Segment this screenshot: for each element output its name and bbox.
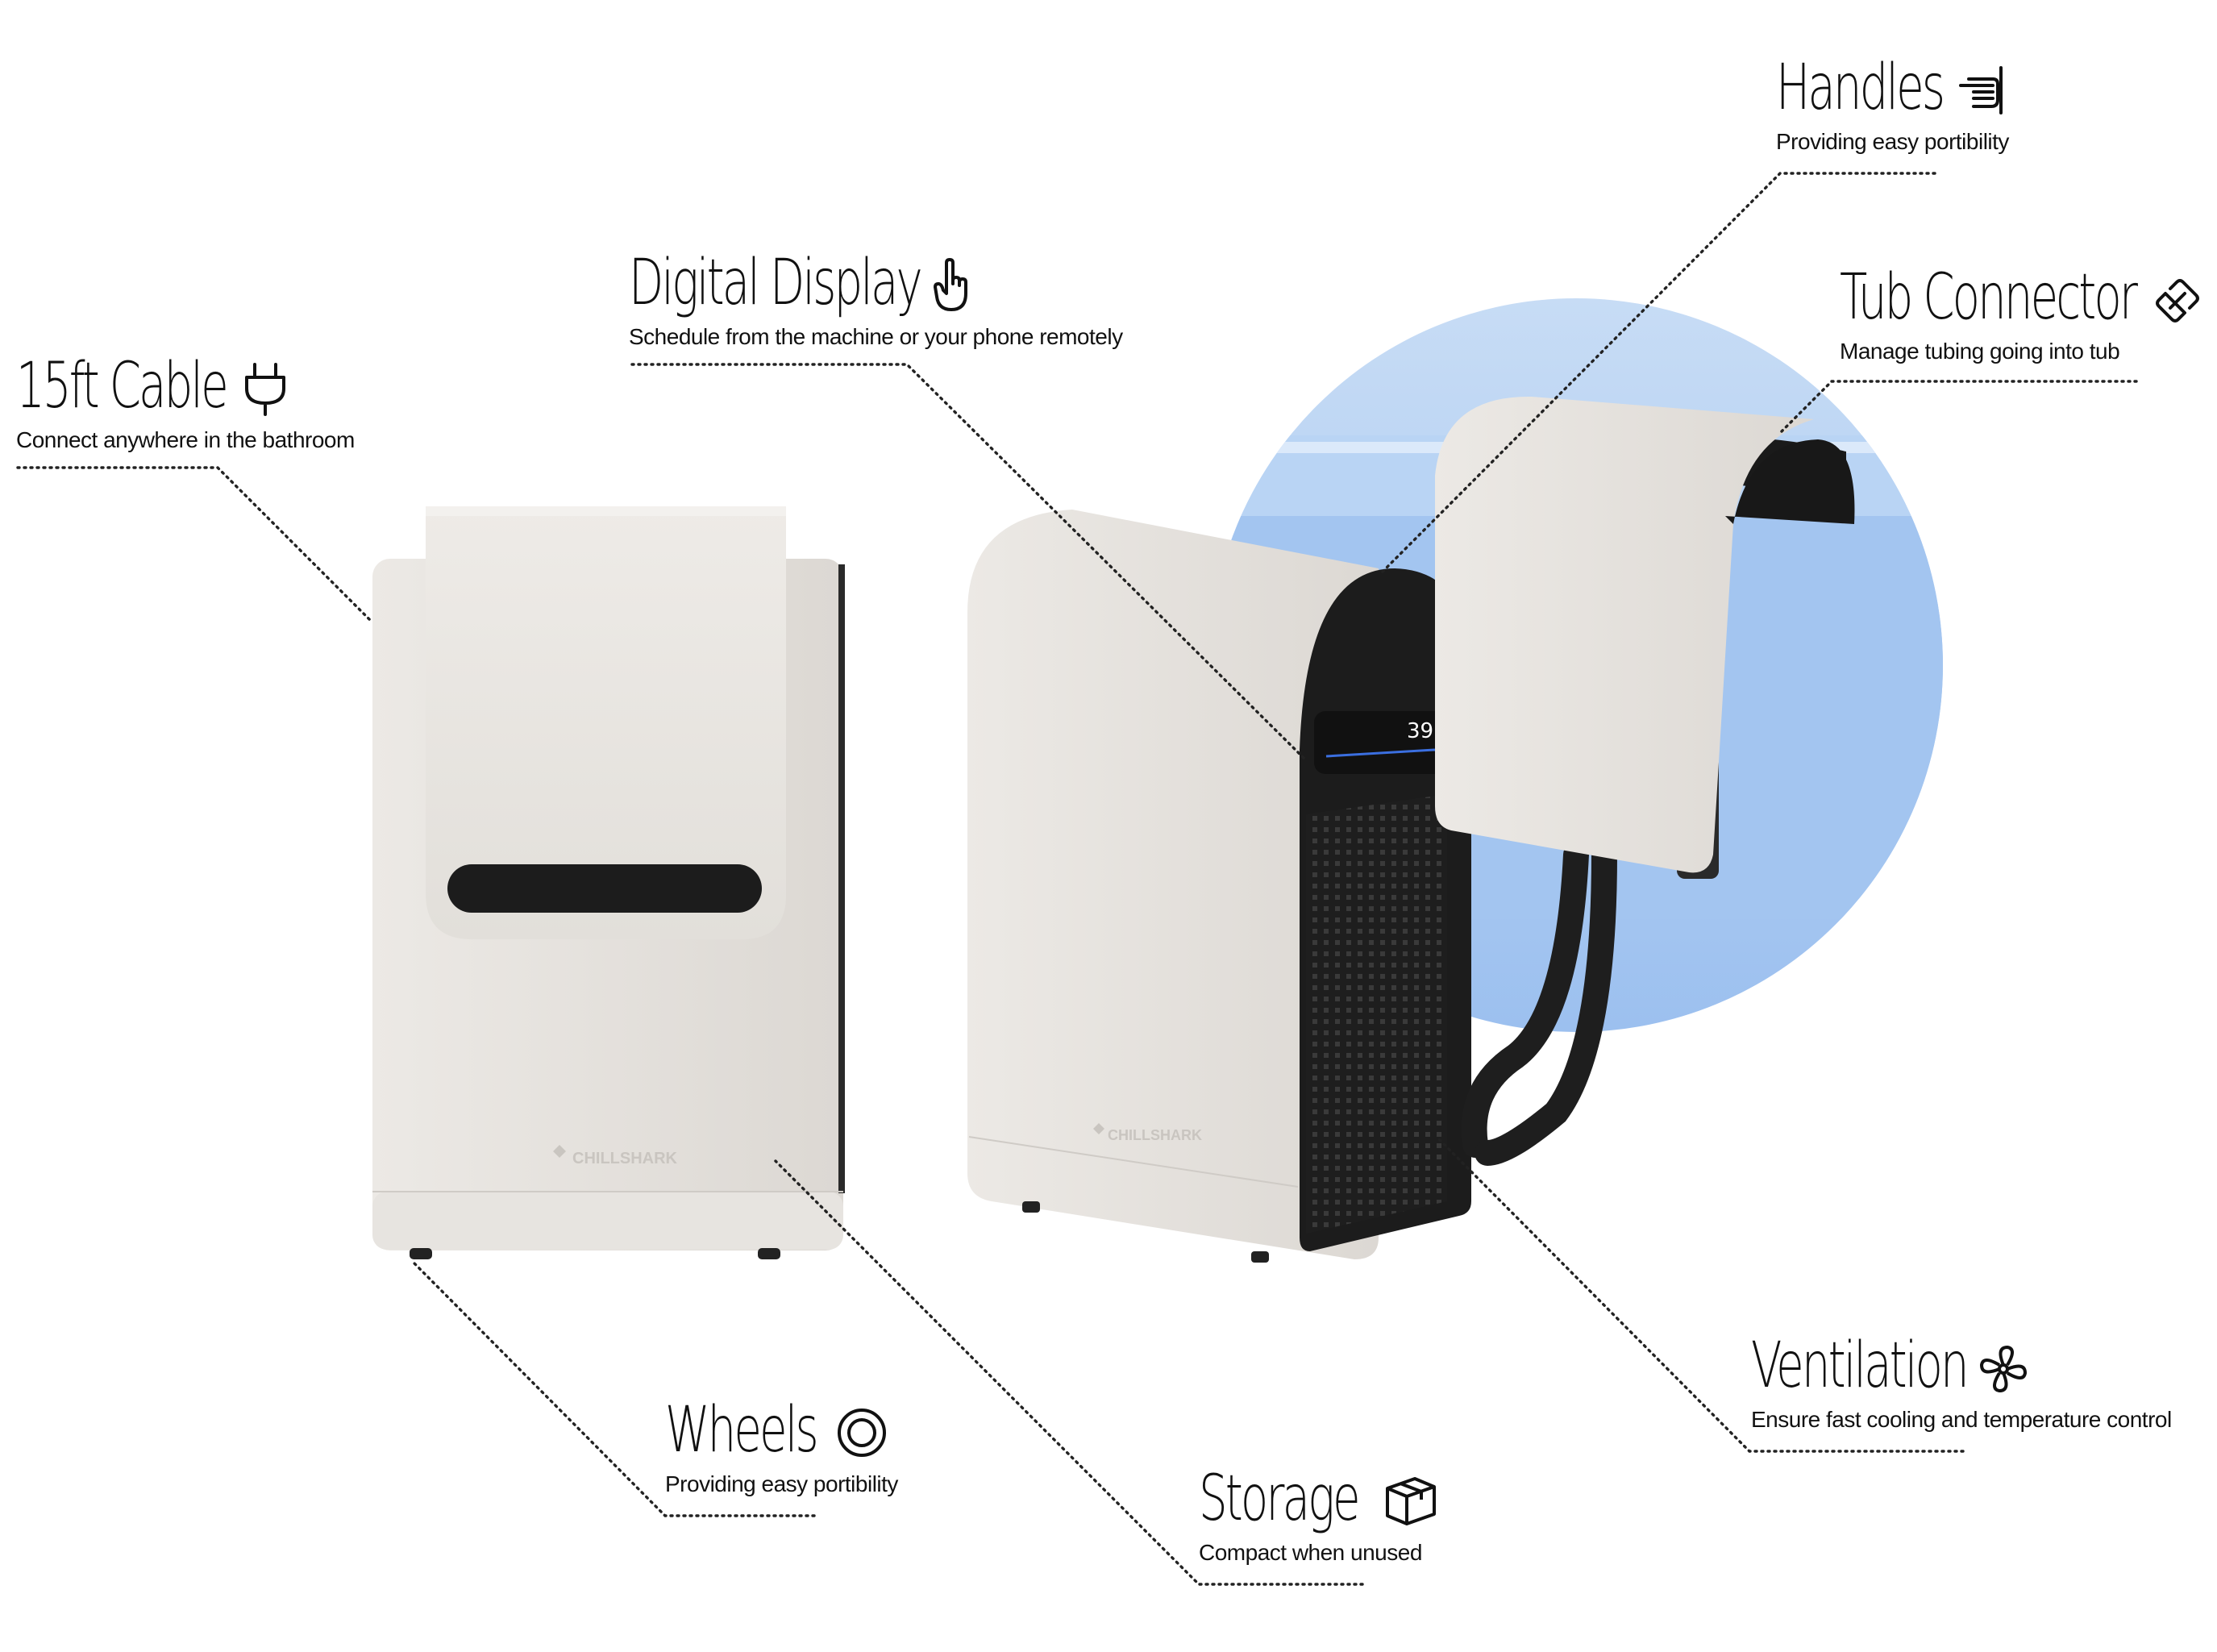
handle-cover	[426, 506, 786, 939]
box-icon	[1386, 1477, 1436, 1525]
hose-2	[1475, 842, 1617, 1166]
hoses	[1461, 842, 1617, 1166]
feature-title: 15ft Cable	[16, 350, 229, 422]
feature-storage: Storage Compact when unused	[1199, 1463, 1436, 1566]
tub-connector	[1435, 396, 1855, 879]
leader-cable	[16, 466, 372, 622]
device-base	[372, 1192, 843, 1250]
handle-cover-shade	[426, 506, 786, 516]
logo-angled: CHILLSHARK	[1093, 1123, 1202, 1143]
brand-logo-text-2: CHILLSHARK	[1108, 1127, 1202, 1143]
leader-tub	[1780, 380, 2138, 433]
device-foot-right	[758, 1248, 780, 1259]
hose-1	[1461, 842, 1589, 1158]
feature-tub: Tub Connector Manage tubing going into t…	[1840, 266, 2217, 364]
leader-display	[630, 363, 1305, 759]
feature-title: Storage	[1199, 1463, 1361, 1535]
feature-ventilation: Ventilation Ensure fast cooling and temp…	[1751, 1334, 2172, 1433]
feature-description: Ensure fast cooling and temperature cont…	[1751, 1407, 2172, 1432]
feature-description: Providing easy portibility	[1776, 129, 2009, 154]
ventilation-grille	[1306, 794, 1447, 1234]
fan-icon	[1980, 1346, 2027, 1392]
device-right-edge	[838, 564, 845, 1193]
feature-description: Connect anywhere in the bathroom	[16, 427, 355, 452]
device-foot-left	[410, 1248, 432, 1259]
pointing-hand-icon	[934, 258, 967, 311]
plug-icon	[245, 363, 285, 416]
display-bar	[1325, 748, 1436, 758]
feature-description: Providing easy portibility	[665, 1471, 898, 1496]
device-side-panel	[967, 510, 1379, 1259]
device-angled-view: 39° CHILLSHARK	[967, 510, 1471, 1263]
connector-inner-curve	[1725, 439, 1855, 524]
handle-slot	[447, 864, 762, 913]
device-foot-2	[1251, 1251, 1269, 1263]
callout-lines	[16, 172, 2138, 1586]
feature-title: Tub Connector	[1840, 261, 2138, 334]
feature-display: Digital Display Schedule from the machin…	[629, 252, 1123, 350]
device-side-seam	[968, 1136, 1299, 1188]
display-panel	[1314, 711, 1447, 774]
target-icon	[838, 1409, 886, 1457]
hand-grab-icon	[1959, 66, 2003, 114]
device-foot	[1022, 1201, 1040, 1213]
leader-wheels	[411, 1260, 816, 1517]
feature-description: Manage tubing going into tub	[1840, 339, 2120, 364]
feature-description: Compact when unused	[1199, 1540, 1422, 1565]
logo-front: CHILLSHARK	[553, 1145, 678, 1167]
feature-title: Digital Display	[629, 247, 923, 319]
feature-title: Handles	[1776, 52, 1945, 124]
feature-cable: 15ft Cable Connect anywhere in the bathr…	[16, 355, 355, 453]
feature-description: Schedule from the machine or your phone …	[629, 324, 1123, 349]
feature-wheels: Wheels Providing easy portibility	[665, 1399, 898, 1497]
feature-title: Ventilation	[1751, 1330, 1970, 1402]
connector-clip	[1435, 396, 1814, 873]
device-front-view: CHILLSHARK	[372, 506, 845, 1259]
feature-handles: Handles Providing easy portibility	[1776, 56, 2009, 155]
link-icon	[2156, 279, 2199, 322]
leader-handles	[1379, 172, 1936, 576]
feature-title: Wheels	[665, 1394, 819, 1467]
leader-storage	[774, 1159, 1364, 1586]
brand-logo-text: CHILLSHARK	[572, 1150, 678, 1167]
leader-ventilation	[1435, 1135, 1965, 1453]
